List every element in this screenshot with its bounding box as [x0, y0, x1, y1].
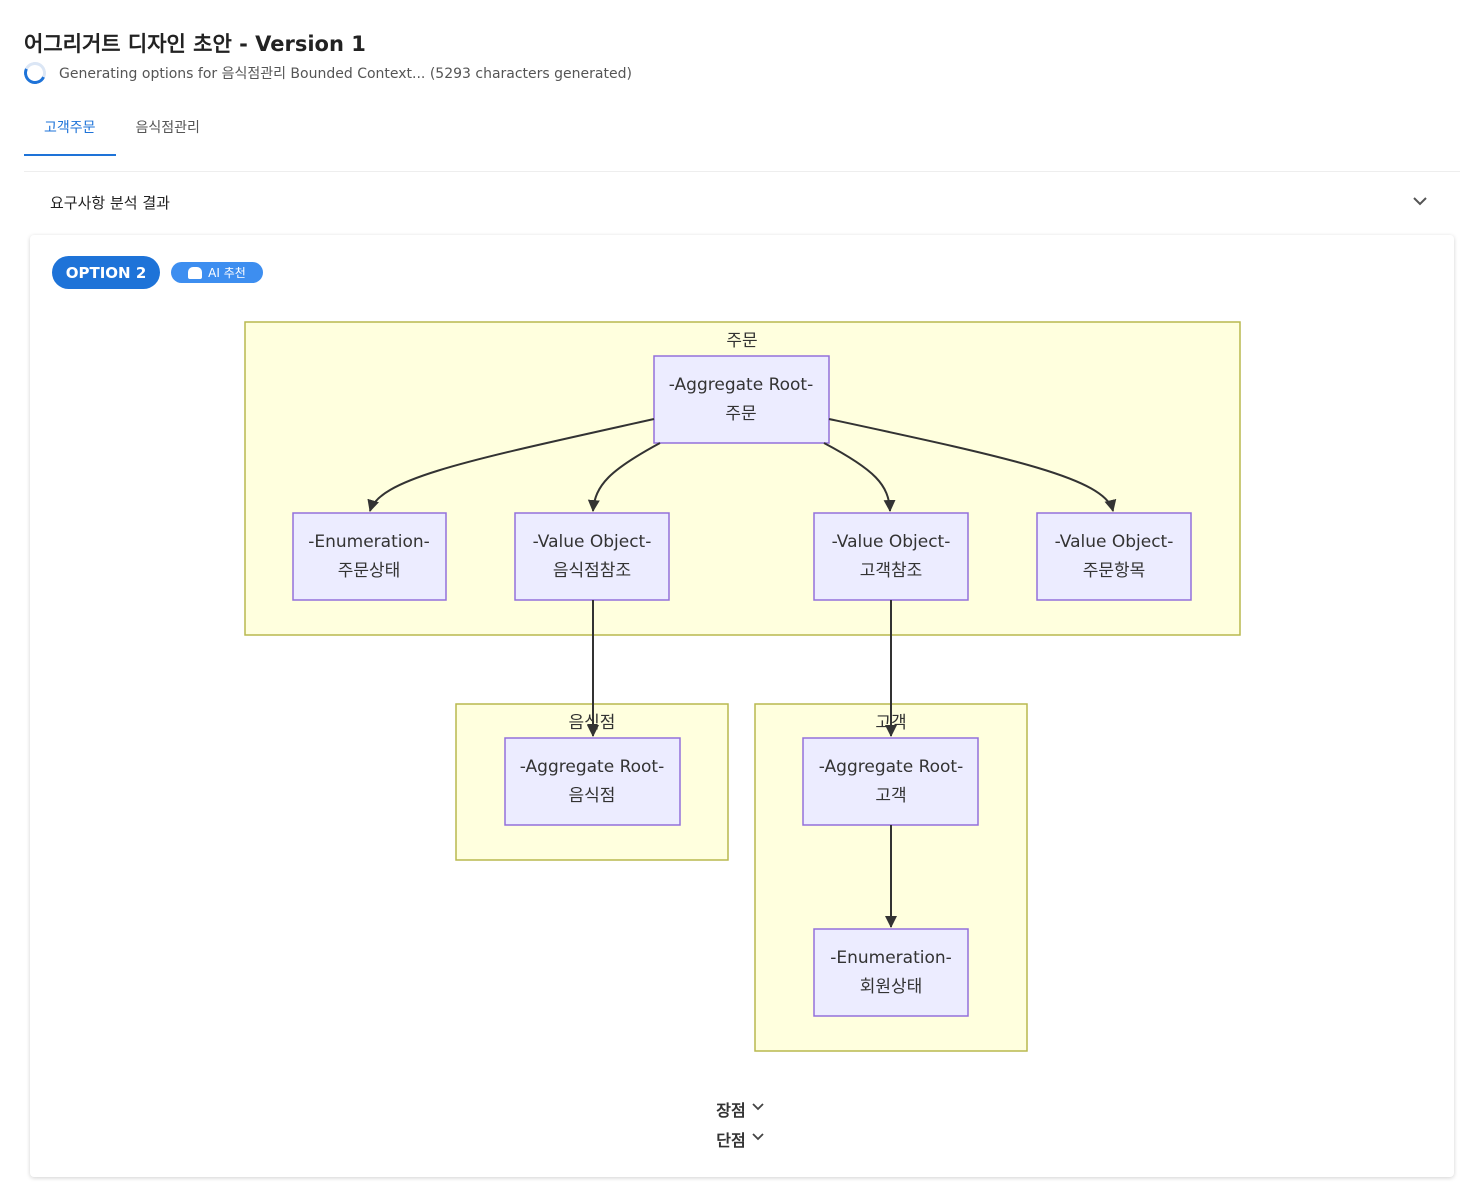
robot-icon	[188, 266, 203, 279]
chevron-down-icon	[752, 1127, 764, 1151]
cons-label: 단점	[716, 1131, 746, 1150]
generation-status: Generating options for 음식점관리 Bounded Con…	[20, 58, 632, 88]
page-title: 어그리거트 디자인 초안 - Version 1	[24, 32, 366, 56]
pros-toggle[interactable]: 장점	[680, 1097, 800, 1121]
tab-customer-order[interactable]: 고객주문	[24, 104, 116, 156]
option-card: OPTION 2 AI 추천	[30, 235, 1454, 1177]
ai-recommend-badge: AI 추천	[171, 262, 263, 283]
loading-spinner-icon	[20, 58, 50, 88]
chevron-down-icon	[1412, 194, 1428, 210]
tab-restaurant-management[interactable]: 음식점관리	[135, 120, 200, 136]
ai-recommend-label: AI 추천	[208, 266, 246, 280]
requirements-panel-title: 요구사항 분석 결과	[50, 193, 170, 212]
requirements-panel-header[interactable]: 요구사항 분석 결과	[24, 176, 1454, 228]
cons-toggle[interactable]: 단점	[680, 1127, 800, 1151]
pros-label: 장점	[716, 1101, 746, 1120]
tab-bar: 고객주문 음식점관리	[24, 104, 220, 156]
divider	[24, 171, 1460, 172]
chevron-down-icon	[752, 1097, 764, 1121]
option-chip[interactable]: OPTION 2	[52, 256, 160, 289]
status-text: Generating options for 음식점관리 Bounded Con…	[59, 66, 632, 82]
